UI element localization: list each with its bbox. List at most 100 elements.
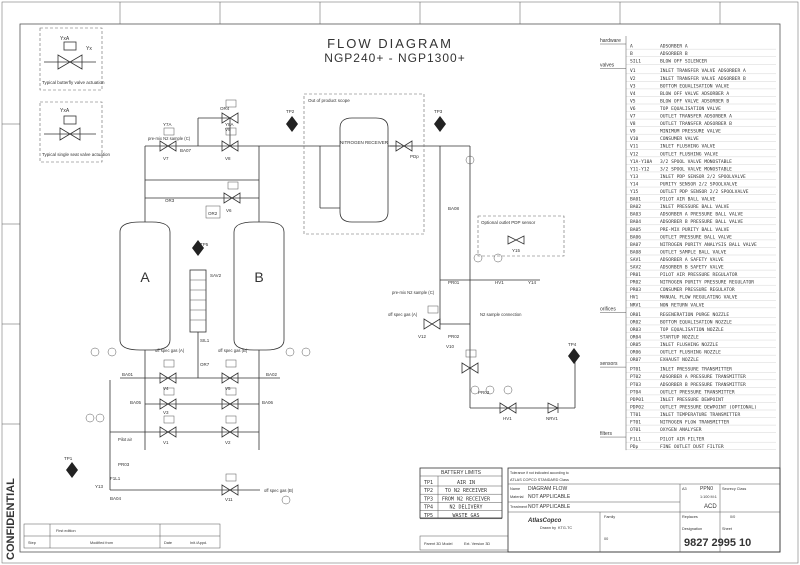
svg-text:NOT APPLICABLE: NOT APPLICABLE bbox=[528, 494, 571, 500]
svg-text:Tolerance if not indicated acc: Tolerance if not indicated according to bbox=[510, 471, 569, 475]
atlas-copco-logo: AtlasCopco bbox=[527, 518, 562, 524]
battery-limit-tag: TP3 bbox=[424, 496, 433, 502]
legend-description: BLOW OFF VALVE ADSORBER B bbox=[660, 98, 729, 104]
valve-tags: V7 V8 V9 V6 Y7A Y8A V4 V5 V3 V1 V2 V11 V… bbox=[95, 122, 558, 502]
svg-text:BA02: BA02 bbox=[266, 372, 278, 377]
svg-text:NITROGEN RECEIVER: NITROGEN RECEIVER bbox=[340, 140, 389, 145]
legend-code: V6 bbox=[630, 106, 636, 112]
svg-text:V10: V10 bbox=[446, 344, 455, 349]
legend-code: NRV1 bbox=[630, 302, 641, 308]
svg-text:Modified from: Modified from bbox=[90, 541, 113, 545]
svg-text:Parent 3D Model: Parent 3D Model bbox=[424, 542, 453, 546]
svg-text:off spec gas (A): off spec gas (A) bbox=[155, 348, 185, 353]
legend-code: OR07 bbox=[630, 357, 641, 363]
legend-code: V9 bbox=[630, 129, 636, 135]
svg-text:Optional outlet PDP sensor: Optional outlet PDP sensor bbox=[481, 220, 536, 225]
svg-text:Yx: Yx bbox=[86, 46, 92, 52]
legend-section-valves: valves bbox=[600, 63, 615, 69]
svg-text:TP4: TP4 bbox=[568, 342, 577, 347]
battery-limits-header: BATTERY LIMITS bbox=[441, 470, 482, 476]
orifices: OR2 OR3 OR4 OR7 SIL1 bbox=[165, 106, 230, 367]
legend-description: NON RETURN VALVE bbox=[660, 302, 704, 308]
svg-text:PR03: PR03 bbox=[118, 462, 130, 467]
legend-description: PRE-MIX PURITY BALL VALVE bbox=[660, 227, 729, 233]
battery-limit-description: TO N2 RECEIVER bbox=[445, 488, 488, 494]
legend-description: NITROGEN FLOW TRANSMITTER bbox=[660, 420, 729, 426]
legend-code: V2 bbox=[630, 76, 636, 82]
svg-text:Pilot air: Pilot air bbox=[118, 437, 133, 442]
legend-description: INLET TRANSFER VALVE ADSORBER A bbox=[660, 68, 746, 74]
legend-description: INLET FLUSHING VALVE bbox=[660, 144, 716, 150]
legend-description: ADSORBER A PRESSURE BALL VALVE bbox=[660, 212, 743, 218]
svg-text:YxA: YxA bbox=[60, 108, 70, 114]
svg-text:Family: Family bbox=[604, 515, 615, 519]
legend-description: ADSORBER B bbox=[660, 51, 688, 57]
tp-flags: TP1 TP2 TP3 TP4 bbox=[64, 109, 580, 478]
svg-text:BA04: BA04 bbox=[110, 496, 122, 501]
legend-description: OUTLET FLUSHING NOZZLE bbox=[660, 350, 721, 356]
svg-text:Date: Date bbox=[164, 541, 172, 545]
svg-text:OR7: OR7 bbox=[200, 362, 210, 367]
legend-description: INLET PRESSURE BALL VALVE bbox=[660, 204, 729, 210]
legend-description: TOP EQUALISATION VALVE bbox=[660, 106, 721, 112]
svg-text:DIAGRAM FLOW: DIAGRAM FLOW bbox=[528, 486, 567, 492]
svg-text:HV1: HV1 bbox=[495, 280, 504, 285]
legend-code: F1L1 bbox=[630, 437, 641, 443]
svg-text:1:100 M:1: 1:100 M:1 bbox=[700, 495, 717, 499]
svg-text:A: A bbox=[140, 269, 150, 285]
blow-off-silencer: SAV2 TP5 bbox=[189, 240, 222, 333]
svg-text:B: B bbox=[254, 269, 263, 285]
title-block: Tolerance if not indicated according to … bbox=[507, 467, 781, 553]
adsorber-a: A bbox=[119, 221, 171, 351]
svg-text:OR4: OR4 bbox=[220, 106, 230, 111]
svg-text:V3: V3 bbox=[163, 410, 169, 415]
drawing-number: 9827 2995 10 bbox=[684, 537, 751, 549]
svg-text:YxA: YxA bbox=[60, 36, 70, 42]
legend-code: Y13 bbox=[630, 174, 639, 180]
svg-text:First edition: First edition bbox=[56, 529, 76, 533]
typical-butterfly-label: Typical butterfly valve actuation bbox=[42, 80, 105, 85]
svg-text:off spec gas (A): off spec gas (A) bbox=[388, 312, 418, 317]
legend-code: OR01 bbox=[630, 312, 641, 318]
legend-description: CONSUMER VALVE bbox=[660, 136, 699, 142]
svg-text:Ext. Version 3D: Ext. Version 3D bbox=[464, 542, 490, 546]
battery-limit-description: AIR IN bbox=[457, 480, 475, 486]
svg-text:A3: A3 bbox=[682, 487, 687, 491]
svg-text:PPN0: PPN0 bbox=[700, 486, 713, 492]
legend-description: OUTLET SAMPLE BALL VALVE bbox=[660, 249, 727, 255]
svg-text:Y8A: Y8A bbox=[225, 122, 234, 127]
legend-code: Y14 bbox=[630, 181, 639, 187]
legend-description: ADSORBER B PRESSURE TRANSMITTER bbox=[660, 382, 746, 388]
frame-ticks bbox=[2, 2, 721, 425]
battery-limit-tag: TP5 bbox=[424, 513, 433, 519]
svg-text:F1L1: F1L1 bbox=[110, 476, 121, 481]
legend-description: INLET TRANSFER VALVE ADSORBER B bbox=[660, 76, 746, 82]
legend-code: PT03 bbox=[630, 382, 641, 388]
legend-code: V3 bbox=[630, 83, 636, 89]
legend-code: B bbox=[630, 51, 633, 57]
svg-text:ACD: ACD bbox=[704, 504, 717, 510]
legend-description: PILOT AIR BALL VALVE bbox=[660, 197, 716, 203]
legend-description: ADSORBER A PRESSURE TRANSMITTER bbox=[660, 374, 746, 380]
legend-description: PURITY SENSOR 2/2 SPOOLVALVE bbox=[660, 181, 738, 187]
legend-description: OUTLET FLUSHING VALVE bbox=[660, 151, 718, 157]
svg-text:NRV1: NRV1 bbox=[546, 416, 558, 421]
typical-seat-label: Typical single seat valve actuation bbox=[42, 152, 111, 157]
battery-limit-description: WASTE GAS bbox=[452, 513, 479, 519]
svg-text:KTG-TC: KTG-TC bbox=[558, 526, 572, 530]
legend-code: OR06 bbox=[630, 350, 641, 356]
svg-text:Secrecy Class: Secrecy Class bbox=[722, 487, 746, 491]
legend-description: ADSORBER B SAFETY VALVE bbox=[660, 265, 724, 271]
svg-text:off spec gas (B): off spec gas (B) bbox=[264, 488, 294, 493]
legend-code: A bbox=[630, 44, 633, 50]
legend-description: INLET FLUSHING NOZZLE bbox=[660, 342, 718, 348]
legend-code: OR02 bbox=[630, 319, 641, 325]
svg-text:HV1: HV1 bbox=[503, 416, 512, 421]
legend-code: V7 bbox=[630, 114, 636, 120]
legend-description: OUTLET PRESSURE TRANSMITTER bbox=[660, 389, 735, 395]
legend-description: BOTTOM EQUALISATION NOZZLE bbox=[660, 319, 732, 325]
legend-description: INLET PRESSURE DEWPOINT bbox=[660, 397, 724, 403]
svg-text:V11: V11 bbox=[225, 497, 233, 502]
legend-description: NITROGEN PURITY PRESSURE REGULATOR bbox=[660, 280, 754, 286]
legend-code: PT04 bbox=[630, 389, 641, 395]
